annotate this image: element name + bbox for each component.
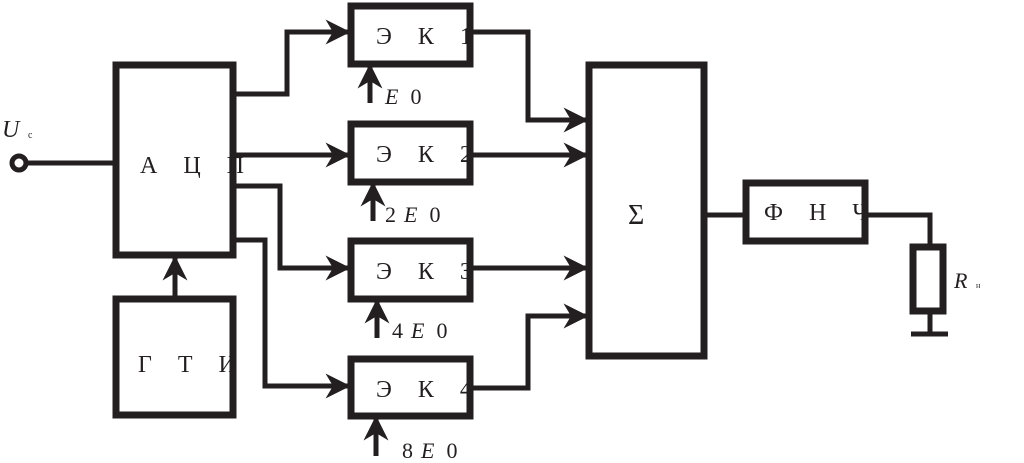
ek2-label: Э К 2 bbox=[376, 142, 482, 168]
gti-block bbox=[112, 295, 237, 419]
adc-block bbox=[112, 61, 237, 259]
wire-adc-ek3 bbox=[233, 183, 351, 281]
adc-label: А Ц П bbox=[140, 153, 254, 179]
summator-label: Σ bbox=[628, 200, 644, 231]
input-subscript: с bbox=[28, 130, 33, 141]
ek2-block bbox=[347, 120, 474, 186]
wire-ek4-sum bbox=[470, 303, 589, 391]
lpf-label: Ф Н Ч bbox=[764, 200, 878, 226]
ek4-label: Э К 4 bbox=[376, 377, 482, 403]
lpf-block bbox=[742, 179, 869, 245]
load-label: R bbox=[953, 268, 968, 293]
wire-lpf-load bbox=[865, 212, 933, 246]
input-terminal-icon bbox=[9, 153, 29, 173]
ek4-block bbox=[347, 355, 474, 420]
wire-adc-ek4 bbox=[233, 237, 351, 399]
ek1-label: Э К 1 bbox=[376, 24, 482, 50]
wire-adc-ek1 bbox=[233, 19, 351, 97]
ek1-block bbox=[347, 2, 474, 68]
wire-ek1-sum bbox=[470, 29, 589, 133]
summator-block bbox=[585, 61, 708, 360]
load-subscript: н bbox=[976, 281, 981, 290]
input-label: U bbox=[2, 117, 21, 143]
ek3-block bbox=[347, 237, 474, 303]
gti-label: Г Т И bbox=[138, 352, 246, 378]
ek3-label: Э К 3 bbox=[376, 259, 482, 285]
load-resistor-icon bbox=[909, 243, 947, 315]
